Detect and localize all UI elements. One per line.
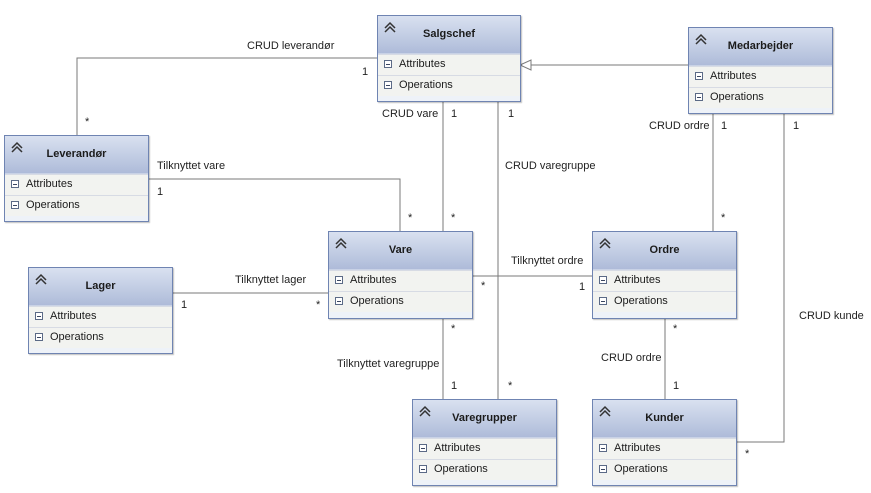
collapse-minus-icon[interactable] [335, 297, 343, 305]
collapse-minus-icon[interactable] [335, 276, 343, 284]
multiplicity: * [745, 448, 750, 460]
multiplicity: 1 [451, 380, 458, 392]
label-tilknyttet-lager: Tilknyttet lager [235, 274, 307, 286]
label-crud-vare: CRUD vare [382, 108, 439, 120]
collapse-minus-icon[interactable] [599, 297, 607, 305]
class-name: Kunder [645, 412, 684, 424]
multiplicity: 1 [362, 66, 369, 78]
class-name: Leverandør [46, 148, 107, 160]
attributes-compartment[interactable]: Attributes [689, 66, 832, 87]
multiplicity: 1 [673, 380, 680, 392]
collapse-chevron-icon[interactable] [597, 404, 613, 418]
class-vare[interactable]: Vare Attributes Operations [328, 231, 473, 319]
operations-compartment[interactable]: Operations [593, 459, 736, 480]
collapse-minus-icon[interactable] [695, 72, 703, 80]
label-tilknyttet-ordre: Tilknyttet ordre [511, 255, 584, 267]
operations-compartment[interactable]: Operations [689, 87, 832, 108]
class-name: Ordre [649, 244, 680, 256]
multiplicity: 1 [181, 299, 188, 311]
collapse-minus-icon[interactable] [419, 465, 427, 473]
multiplicity: 1 [508, 108, 515, 120]
label-crud-ordre-top: CRUD ordre [649, 120, 710, 132]
collapse-minus-icon[interactable] [599, 276, 607, 284]
operations-compartment[interactable]: Operations [378, 75, 520, 96]
line-tilknyttet-vare [149, 178, 401, 232]
multiplicity: * [85, 116, 90, 128]
collapse-chevron-icon[interactable] [33, 272, 49, 286]
collapse-minus-icon[interactable] [11, 180, 19, 188]
attributes-compartment[interactable]: Attributes [5, 174, 148, 195]
class-medarbejder[interactable]: Medarbejder Attributes Operations [688, 27, 833, 114]
collapse-minus-icon[interactable] [419, 444, 427, 452]
class-name: Salgschef [423, 28, 475, 40]
multiplicity: 1 [721, 120, 728, 132]
line-crud-kunde [737, 113, 785, 443]
multiplicity: * [316, 299, 321, 311]
collapse-chevron-icon[interactable] [333, 236, 349, 250]
label-tilknyttet-varegruppe: Tilknyttet varegruppe [337, 358, 440, 370]
multiplicity: * [408, 212, 413, 224]
line-crud-leverandor [76, 57, 378, 136]
multiplicity: 1 [157, 186, 164, 198]
class-lager[interactable]: Lager Attributes Operations [28, 267, 173, 354]
attributes-compartment[interactable]: Attributes [593, 438, 736, 459]
class-name: Lager [85, 280, 116, 292]
class-leverandor[interactable]: Leverandør Attributes Operations [4, 135, 149, 222]
class-name: Vare [388, 244, 413, 256]
operations-compartment[interactable]: Operations [329, 291, 472, 312]
operations-compartment[interactable]: Operations [5, 195, 148, 216]
collapse-minus-icon[interactable] [599, 465, 607, 473]
collapse-minus-icon[interactable] [384, 81, 392, 89]
label-tilknyttet-vare: Tilknyttet vare [157, 160, 226, 172]
attributes-compartment[interactable]: Attributes [329, 270, 472, 291]
label-crud-ordre-bottom: CRUD ordre [601, 352, 662, 364]
multiplicity: 1 [793, 120, 800, 132]
multiplicity: * [673, 323, 678, 335]
attributes-compartment[interactable]: Attributes [413, 438, 556, 459]
collapse-minus-icon[interactable] [11, 201, 19, 209]
collapse-chevron-icon[interactable] [417, 404, 433, 418]
generalization-arrowhead [518, 59, 532, 71]
class-salgschef[interactable]: Salgschef Attributes Operations [377, 15, 521, 102]
collapse-minus-icon[interactable] [35, 312, 43, 320]
operations-compartment[interactable]: Operations [593, 291, 736, 312]
collapse-chevron-icon[interactable] [693, 32, 709, 46]
label-crud-varegruppe: CRUD varegruppe [505, 160, 596, 172]
class-name: Varegrupper [452, 412, 517, 424]
class-kunder[interactable]: Kunder Attributes Operations [592, 399, 737, 486]
class-name: Medarbejder [727, 40, 794, 52]
collapse-chevron-icon[interactable] [9, 140, 25, 154]
multiplicity: 1 [579, 281, 586, 293]
collapse-minus-icon[interactable] [35, 333, 43, 341]
multiplicity: * [451, 212, 456, 224]
attributes-compartment[interactable]: Attributes [378, 54, 520, 75]
collapse-chevron-icon[interactable] [382, 20, 398, 34]
multiplicity: 1 [451, 108, 458, 120]
multiplicity: * [721, 212, 726, 224]
multiplicity: * [481, 280, 486, 292]
class-ordre[interactable]: Ordre Attributes Operations [592, 231, 737, 319]
multiplicity: * [508, 380, 513, 392]
collapse-minus-icon[interactable] [384, 60, 392, 68]
collapse-minus-icon[interactable] [599, 444, 607, 452]
multiplicity: * [451, 323, 456, 335]
class-varegrupper[interactable]: Varegrupper Attributes Operations [412, 399, 557, 486]
label-crud-kunde: CRUD kunde [799, 310, 864, 322]
collapse-chevron-icon[interactable] [597, 236, 613, 250]
operations-compartment[interactable]: Operations [29, 327, 172, 348]
operations-compartment[interactable]: Operations [413, 459, 556, 480]
label-crud-leverandor: CRUD leverandør [247, 40, 335, 52]
attributes-compartment[interactable]: Attributes [593, 270, 736, 291]
attributes-compartment[interactable]: Attributes [29, 306, 172, 327]
collapse-minus-icon[interactable] [695, 93, 703, 101]
